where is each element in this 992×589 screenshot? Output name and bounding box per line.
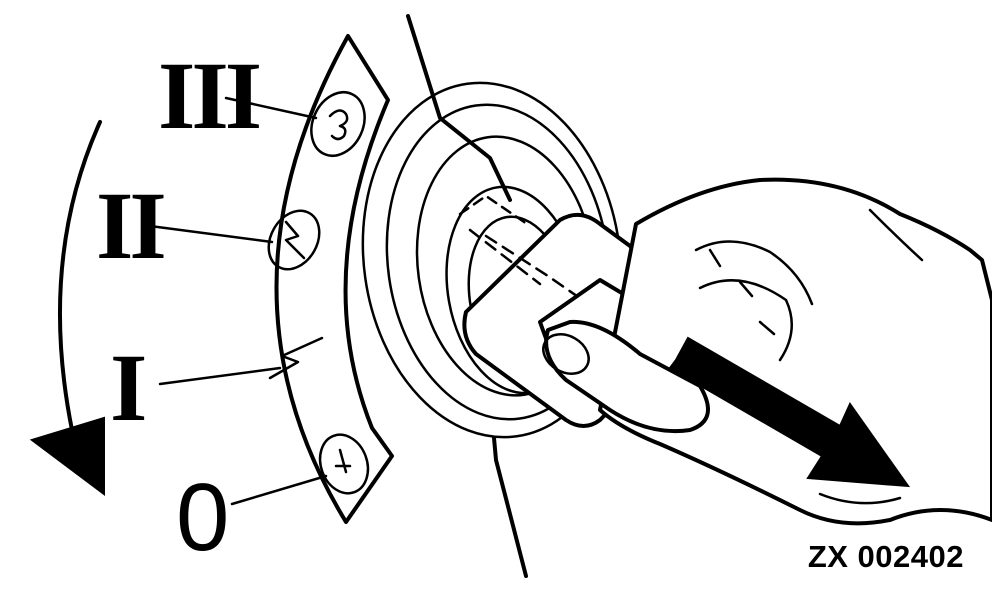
pull-direction-arrow <box>668 336 911 488</box>
position-label-I: I <box>110 334 147 441</box>
glow-plug-bulb-icon <box>310 91 366 157</box>
lightning-bolt-icon <box>268 336 324 380</box>
reference-code: ZX 002402 <box>807 539 964 574</box>
position-label-III: III <box>158 42 262 149</box>
rotation-arrow <box>29 120 105 496</box>
dashboard-panel-edge <box>406 14 528 578</box>
hand <box>542 177 992 526</box>
start-bolt-bulb-icon <box>267 209 321 271</box>
position-label-II: II <box>96 172 167 279</box>
position-label-0: 0 <box>176 464 229 571</box>
key-bulb-icon <box>318 433 370 495</box>
position-scale-plate <box>274 34 394 524</box>
leader-lines <box>148 96 328 506</box>
rotation-arrowhead <box>29 416 105 496</box>
